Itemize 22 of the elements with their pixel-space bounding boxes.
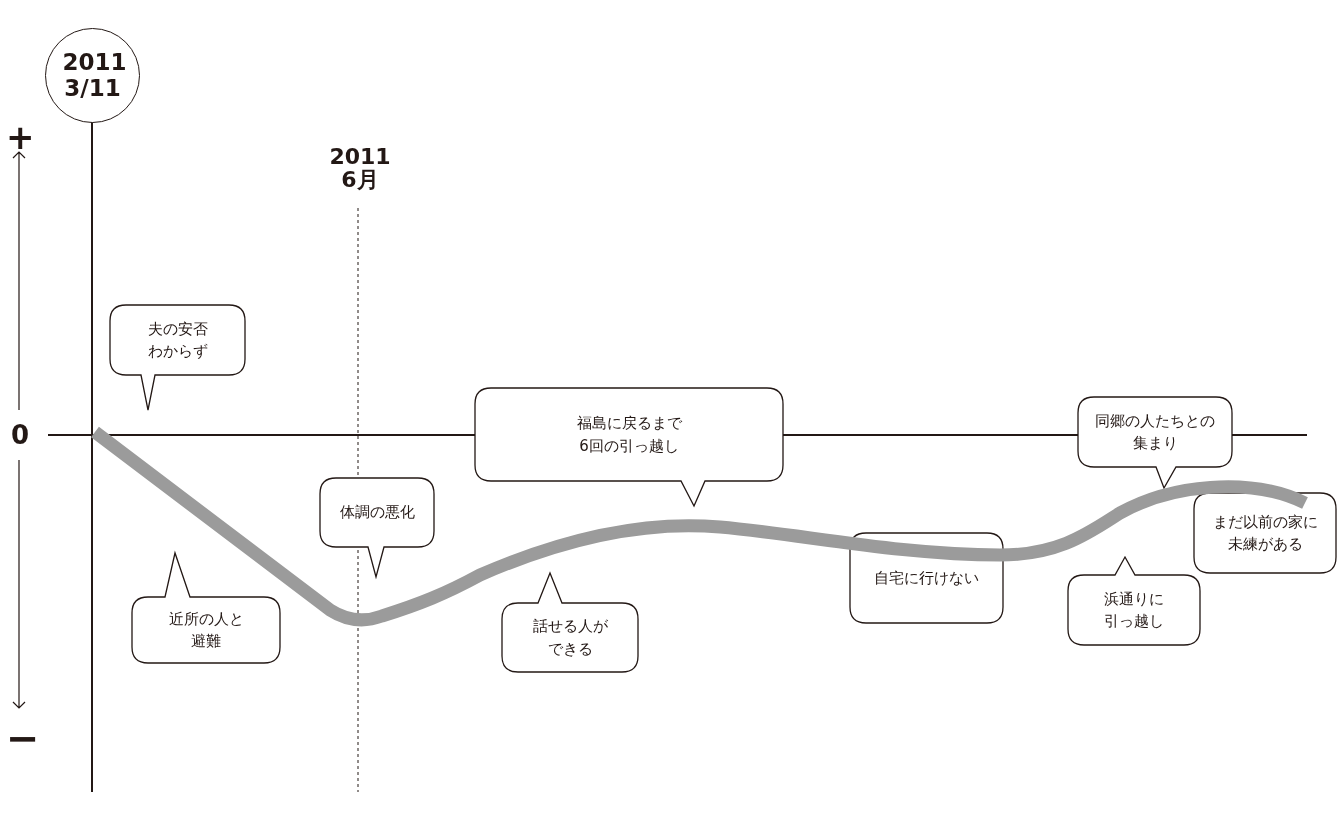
speech-bubble (502, 573, 638, 672)
bubble-text: まだ以前の家に未練がある (1211, 511, 1319, 555)
speech-bubble (1078, 397, 1232, 488)
bubble-text: 福島に戻るまで6回の引っ越し (575, 413, 683, 457)
zero-label: 0 (9, 419, 31, 452)
bubble-text: 体調の悪化 (338, 502, 416, 524)
bubble-text: 近所の人と避難 (167, 608, 245, 652)
date-label: 2011 6月 (328, 145, 392, 192)
speech-bubble (1068, 557, 1200, 645)
speech-bubble (475, 388, 783, 506)
speech-bubble (320, 478, 434, 577)
bubble-text: 浜通りに引っ越し (1103, 588, 1165, 632)
speech-bubble (132, 553, 280, 663)
bubble-text: 自宅に行けない (873, 567, 980, 589)
minus-sign: − (6, 714, 34, 763)
speech-bubble (110, 305, 245, 410)
bubble-text: 同郷の人たちとの集まり (1094, 410, 1216, 454)
speech-bubble (1194, 493, 1336, 573)
date-text: 2011 3/11 (62, 50, 123, 101)
bubble-text: 話せる人ができる (531, 616, 609, 660)
plus-sign: + (6, 116, 34, 159)
bubble-text: 夫の安否わからず (146, 318, 209, 362)
